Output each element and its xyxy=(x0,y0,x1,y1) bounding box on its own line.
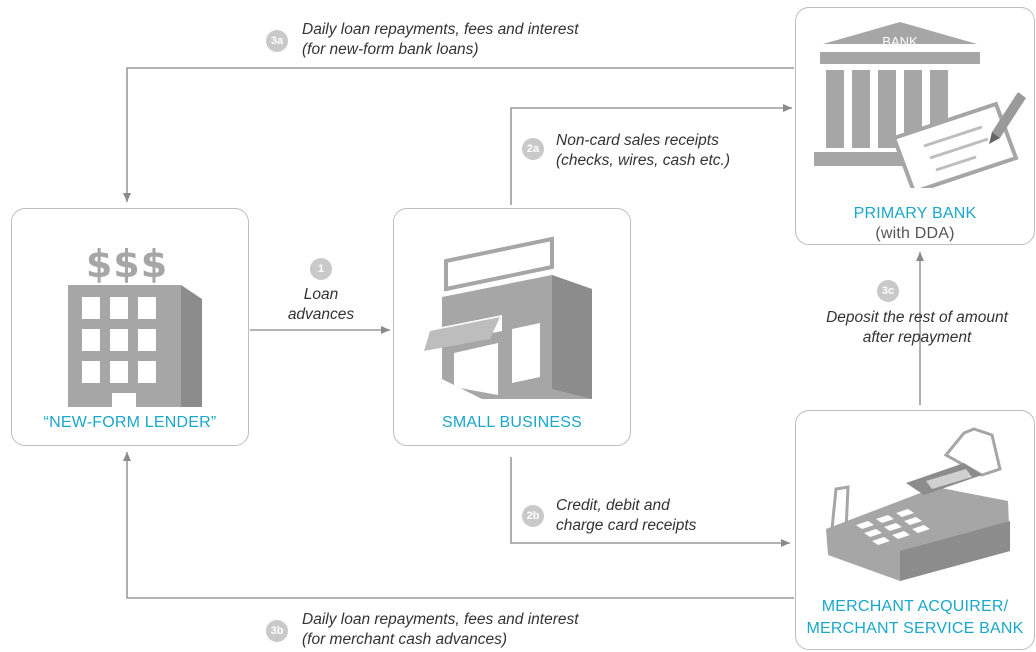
flow-2a-line1: Non-card sales receipts xyxy=(556,132,719,149)
flow-3a-line2: (for new-form bank loans) xyxy=(302,41,479,58)
small-business-label: SMALL BUSINESS xyxy=(441,414,583,431)
bank-building-icon: BANK xyxy=(814,22,1026,188)
flow-1-text: Loan advances xyxy=(280,285,362,325)
arrow-2b xyxy=(510,457,790,547)
flow-2a-text: Non-card sales receipts (checks, wires, … xyxy=(556,131,730,171)
flow-3c-line1: Deposit the rest of amount xyxy=(826,309,1008,326)
badge-3a: 3a xyxy=(266,30,288,52)
flow-2b-line1: Credit, debit and xyxy=(556,497,670,514)
arrow-3b xyxy=(123,452,794,599)
dollar-signs-text: $$$ xyxy=(86,242,168,286)
badge-2a: 2a xyxy=(522,138,544,160)
flow-3b-line1: Daily loan repayments, fees and interest xyxy=(302,611,579,628)
flow-2a-line2: (checks, wires, cash etc.) xyxy=(556,152,730,169)
flow-3b-text: Daily loan repayments, fees and interest… xyxy=(302,610,579,650)
arrow-2a xyxy=(510,104,792,205)
arrow-3a xyxy=(123,67,794,202)
flow-3c-text: Deposit the rest of amount after repayme… xyxy=(800,308,1034,348)
merchant-label-line2: MERCHANT SERVICE BANK xyxy=(806,620,1024,637)
lender-label: “NEW-FORM LENDER” xyxy=(43,414,217,431)
primary-bank-box: BANK PRIMARY BANK (with DDA) xyxy=(795,7,1035,245)
flow-2b-line2: charge card receipts xyxy=(556,517,697,534)
bank-sign-text: BANK xyxy=(882,34,918,49)
badge-2b: 2b xyxy=(522,505,544,527)
flow-1-line1: Loan xyxy=(303,286,339,303)
flow-3a-line1: Daily loan repayments, fees and interest xyxy=(302,21,579,38)
merchant-label-line1: MERCHANT ACQUIRER/ xyxy=(821,598,1009,615)
badge-3c: 3c xyxy=(877,280,899,302)
flow-3a-text: Daily loan repayments, fees and interest… xyxy=(302,20,579,60)
badge-3b: 3b xyxy=(266,620,288,642)
badge-1: 1 xyxy=(310,258,332,280)
small-business-box: SMALL BUSINESS xyxy=(393,208,631,446)
flow-1-line2: advances xyxy=(287,306,355,323)
primary-bank-sublabel: (with DDA) xyxy=(875,225,955,242)
lender-building-icon: $$$ xyxy=(68,242,202,407)
flow-3b-line2: (for merchant cash advances) xyxy=(302,631,508,648)
lender-box: $$$ “NEW-FORM LENDER” xyxy=(11,208,249,446)
flow-3c-line2: after repayment xyxy=(862,329,972,346)
storefront-icon xyxy=(424,236,592,399)
check-icon xyxy=(891,92,1026,188)
merchant-box: MERCHANT ACQUIRER/ MERCHANT SERVICE BANK xyxy=(795,410,1035,650)
flow-2b-text: Credit, debit and charge card receipts xyxy=(556,496,696,536)
primary-bank-label: PRIMARY BANK xyxy=(853,205,977,222)
card-terminal-icon xyxy=(826,427,1010,581)
